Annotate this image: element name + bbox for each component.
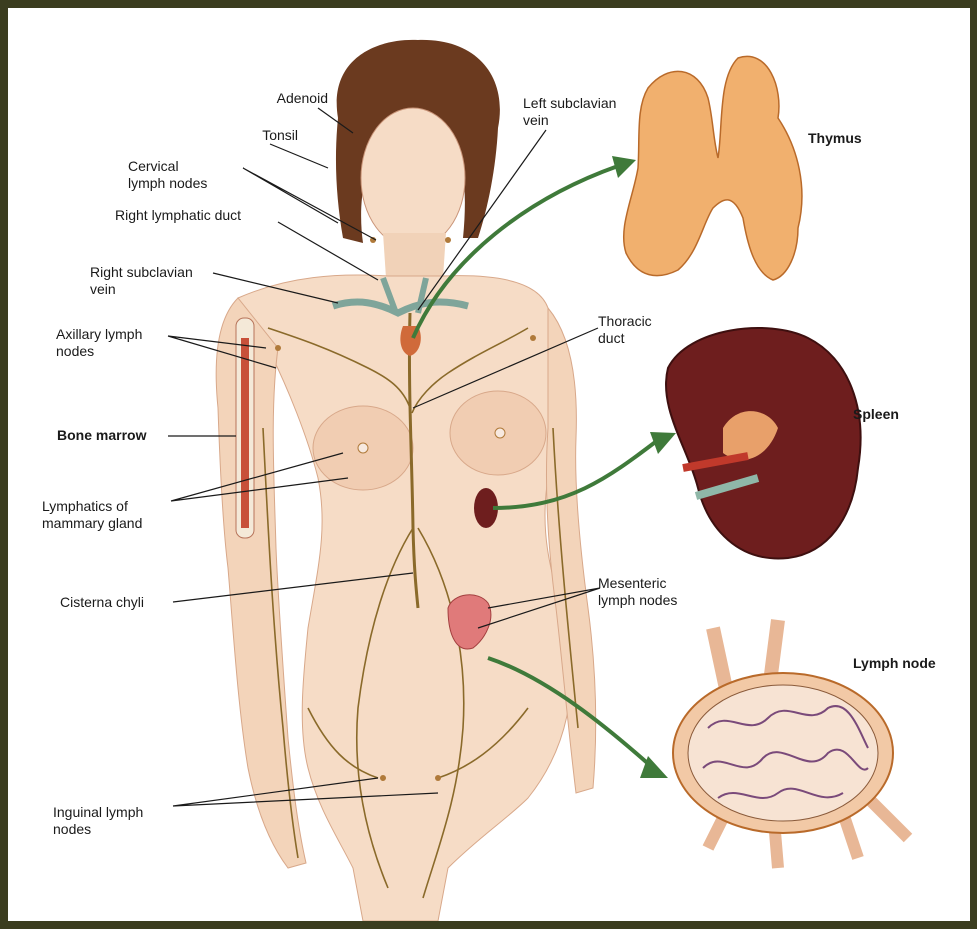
bone-marrow-core xyxy=(241,338,249,528)
label-right-subclavian-vein: Right subclavian vein xyxy=(90,264,240,298)
neck xyxy=(383,233,446,278)
label-lymph-node: Lymph node xyxy=(853,655,963,672)
label-mesenteric-lymph-nodes: Mesenteric lymph nodes xyxy=(598,575,738,609)
human-figure xyxy=(216,40,596,921)
thymus-detail xyxy=(624,56,802,280)
label-inguinal-lymph-nodes: Inguinal lymph nodes xyxy=(53,804,183,838)
label-thymus: Thymus xyxy=(808,130,908,147)
label-left-subclavian-vein: Left subclavian vein xyxy=(523,95,663,129)
face xyxy=(361,108,465,248)
label-thoracic-duct: Thoracic duct xyxy=(598,313,698,347)
label-adenoid: Adenoid xyxy=(188,90,328,107)
label-cervical-lymph-nodes: Cervical lymph nodes xyxy=(128,158,268,192)
label-axillary-lymph-nodes: Axillary lymph nodes xyxy=(56,326,186,360)
spleen-detail xyxy=(666,328,861,558)
diagram-frame: Adenoid Tonsil Cervical lymph nodes Righ… xyxy=(8,8,970,921)
label-lymphatics-mammary-gland: Lymphatics of mammary gland xyxy=(42,498,192,532)
label-cisterna-chyli: Cisterna chyli xyxy=(60,594,190,611)
label-bone-marrow: Bone marrow xyxy=(57,427,187,444)
label-tonsil: Tonsil xyxy=(158,127,298,144)
label-spleen: Spleen xyxy=(853,406,953,423)
label-right-lymphatic-duct: Right lymphatic duct xyxy=(115,207,295,224)
